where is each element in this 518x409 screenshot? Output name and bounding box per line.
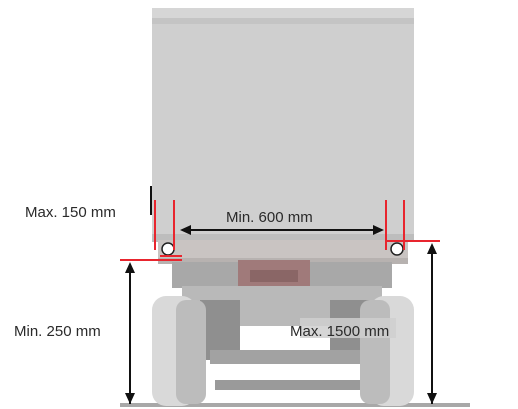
- red-reference-lines: [120, 200, 440, 261]
- min-lamp-height-label: Min. 250 mm: [14, 323, 101, 340]
- tow-coupling: [238, 260, 310, 286]
- min-lamp-spacing-label: Min. 600 mm: [226, 209, 313, 226]
- cargo-body: [152, 8, 414, 242]
- max-lamp-height-label: Max. 1500 mm: [290, 323, 389, 340]
- rear-tires: [152, 296, 414, 406]
- left-tail-lamp: [161, 242, 175, 256]
- right-tail-lamp: [390, 242, 404, 256]
- dimension-arrowheads: [125, 225, 437, 404]
- dimension-lines: [129, 186, 433, 404]
- ground-line: [120, 403, 470, 407]
- max-side-offset-label: Max. 150 mm: [25, 204, 116, 221]
